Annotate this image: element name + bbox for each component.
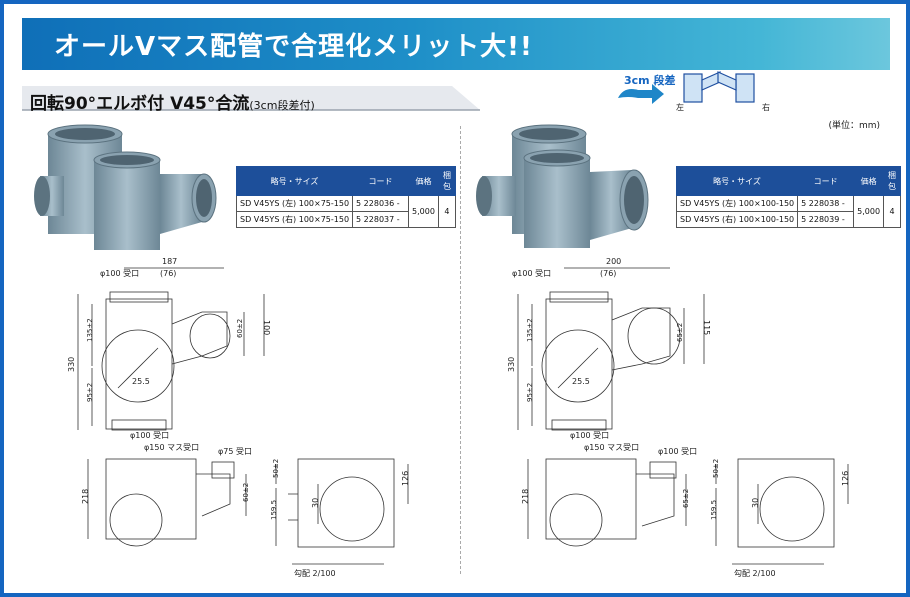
dim-h50: 50±2 — [712, 459, 720, 478]
dim-offset: 25.5 — [132, 377, 150, 386]
dim-h30: 30 — [751, 498, 760, 508]
row-price: 5,000 — [408, 195, 439, 228]
row-name: SD V45YS (右) 100×100-150 — [675, 211, 799, 228]
dim-inlet-top: φ100 受口 — [100, 268, 139, 278]
technical-drawing-left: φ100 受口 187 (76) 330 135±2 95±2 100 60±2… — [67, 257, 410, 578]
unit-note: (単位：mm) — [828, 121, 880, 131]
product-photo-right — [476, 124, 649, 248]
dim-h218: 218 — [521, 489, 530, 504]
dim-side-inlet: φ100 受口 — [658, 446, 697, 456]
banner-title: オールVマス配管で合理化メリット大!! — [54, 32, 533, 62]
dim-overall-h: 330 — [67, 357, 76, 372]
dim-side-inlet: φ75 受口 — [218, 446, 252, 456]
badge-label: 3cm 段差 — [624, 73, 675, 87]
product-panel-right: 略号・サイズ コード 価格 梱包 SD V45YS (左) 100×100-15… — [472, 124, 902, 579]
table-row: SD V45YS (右) 100×100-150 5 228039 - — [675, 211, 901, 228]
table-header-row: 略号・サイズ コード 価格 梱包 — [235, 166, 456, 196]
dim-width: 187 — [162, 257, 177, 266]
row-code: 5 228039 - — [797, 211, 855, 228]
dim-masu: φ150 マス受口 — [584, 442, 639, 452]
subtitle-note: (3cm段差付) — [249, 99, 315, 112]
dim-slope: 勾配 2/100 — [294, 568, 336, 578]
row-pack: 4 — [437, 195, 456, 228]
header-price: 価格 — [853, 166, 885, 196]
dim-width: 200 — [606, 257, 621, 266]
page-frame: オールVマス配管で合理化メリット大!! 回転90°エルボ付 V45°合流(3cm… — [4, 4, 906, 593]
row-name: SD V45YS (右) 100×75-150 — [235, 211, 354, 228]
product-photo-left — [34, 124, 217, 250]
dim-h65b: 65±2 — [682, 489, 690, 508]
dim-h159: 159.5 — [710, 500, 718, 520]
header-code: コード — [352, 166, 410, 196]
dim-slope: 勾配 2/100 — [734, 568, 776, 578]
row-price: 5,000 — [853, 195, 885, 228]
dim-side-h: 100 — [262, 320, 271, 335]
header-pack: 梱包 — [437, 166, 456, 196]
dim-bottom-inlet: φ100 受口 — [130, 430, 169, 440]
dim-bottom-inlet: φ100 受口 — [570, 430, 609, 440]
step-badge: 3cm 段差 左 右 — [616, 68, 776, 112]
dim-h135: 135±2 — [86, 318, 94, 342]
dim-h159: 159.5 — [270, 500, 278, 520]
dim-side-65: 65±2 — [676, 323, 684, 342]
subtitle-bar: 回転90°エルボ付 V45°合流(3cm段差付) — [22, 86, 482, 114]
technical-drawing-right: φ100 受口 200 (76) 330 135±2 95±2 115 65±2… — [507, 257, 850, 578]
spec-table-right: 略号・サイズ コード 価格 梱包 SD V45YS (左) 100×100-15… — [675, 166, 902, 228]
step-badge-icon: 3cm 段差 左 右 — [618, 71, 770, 112]
dim-h126: 126 — [401, 471, 410, 486]
row-code: 5 228037 - — [352, 211, 410, 228]
badge-left: 左 — [676, 102, 684, 112]
dim-h126: 126 — [841, 471, 850, 486]
dim-h60b: 60±2 — [242, 483, 250, 502]
dim-h95: 95±2 — [86, 383, 94, 402]
dim-masu: φ150 マス受口 — [144, 442, 199, 452]
dim-offset: 25.5 — [572, 377, 590, 386]
title-banner: オールVマス配管で合理化メリット大!! — [22, 18, 890, 70]
dim-h30: 30 — [311, 498, 320, 508]
table-row: SD V45YS (左) 100×75-150 5 228036 - 5,000… — [235, 195, 456, 228]
dim-h95: 95±2 — [526, 383, 534, 402]
dim-h50: 50±2 — [272, 459, 280, 478]
dim-h135: 135±2 — [526, 318, 534, 342]
product-subtitle: 回転90°エルボ付 V45°合流(3cm段差付) — [30, 89, 315, 114]
header-name: 略号・サイズ — [675, 166, 799, 196]
dim-side-60: 60±2 — [236, 319, 244, 338]
table-row: SD V45YS (右) 100×75-150 5 228037 - — [235, 211, 456, 228]
dim-h218: 218 — [81, 489, 90, 504]
dim-overall-h: 330 — [507, 357, 516, 372]
row-pack: 4 — [883, 195, 902, 228]
table-header-row: 略号・サイズ コード 価格 梱包 — [675, 166, 902, 196]
spec-table-left: 略号・サイズ コード 価格 梱包 SD V45YS (左) 100×75-150… — [235, 166, 456, 228]
panel-divider — [460, 126, 461, 574]
badge-right: 右 — [762, 102, 770, 112]
subtitle-background — [22, 86, 480, 111]
product-panel-left: 略号・サイズ コード 価格 梱包 SD V45YS (左) 100×75-150… — [32, 124, 462, 579]
table-row: SD V45YS (左) 100×100-150 5 228038 - 5,00… — [675, 195, 902, 228]
dim-width-sub: (76) — [160, 269, 176, 278]
header-price: 価格 — [408, 166, 439, 196]
dim-width-sub: (76) — [600, 269, 616, 278]
dim-inlet-top: φ100 受口 — [512, 268, 551, 278]
subtitle-main: 回転90°エルボ付 V45°合流 — [30, 94, 250, 114]
dim-side-h: 115 — [702, 320, 711, 335]
